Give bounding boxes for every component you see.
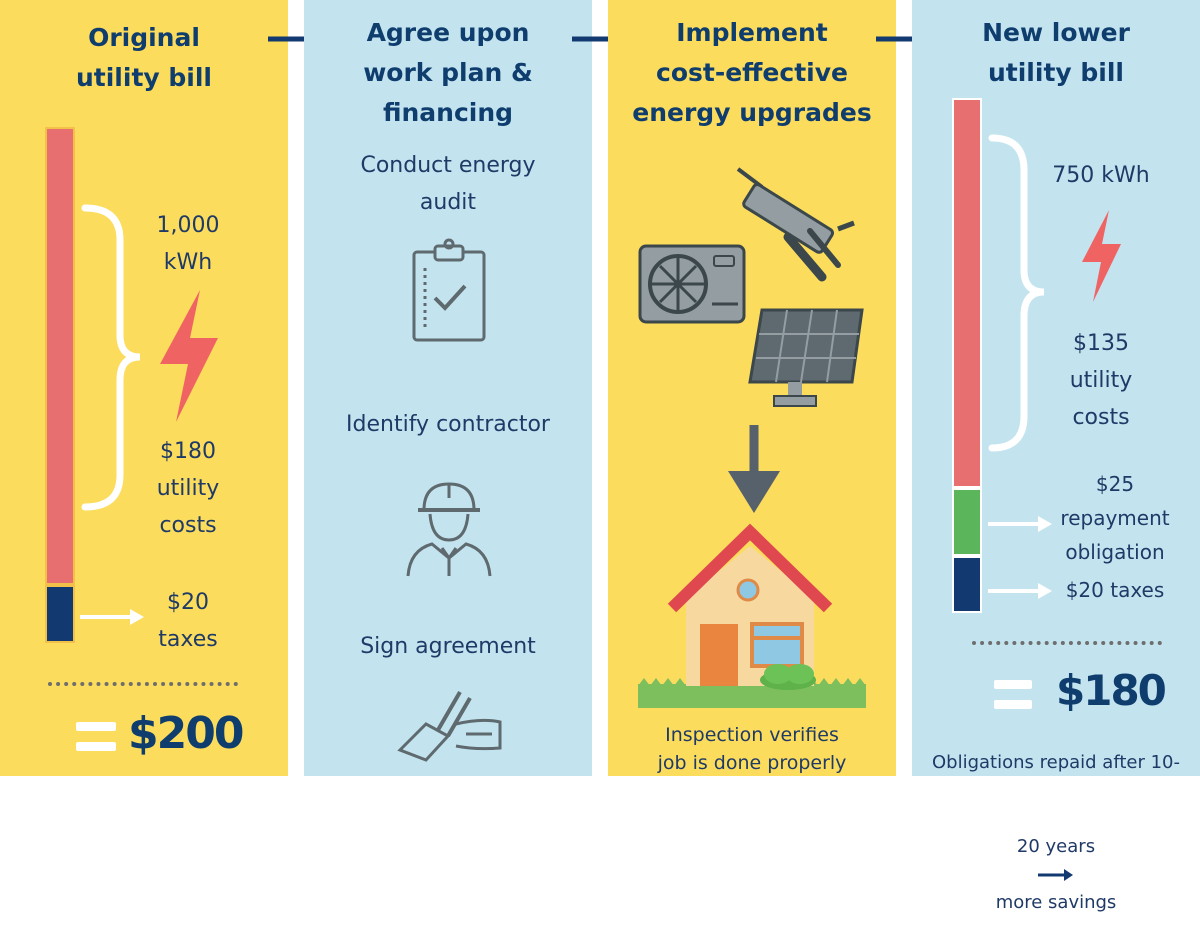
right-arrow-icon (1038, 869, 1073, 881)
down-arrow-icon (728, 425, 780, 513)
repayment-bar (952, 488, 982, 556)
right-arrow-icon (988, 516, 1052, 532)
inspection-caption: Inspection verifies job is done properly (657, 724, 847, 774)
taxes-label: $20 taxes (1065, 578, 1165, 602)
utility-cost-bar (45, 127, 75, 585)
step-panel-work-plan: Agree upon work plan & financing Conduct… (304, 0, 592, 776)
energy-usage-label: 1,000 kWh (156, 213, 220, 275)
solar-panel-icon (748, 308, 864, 407)
heat-pump-icon (638, 244, 746, 324)
plan-item-agreement: Sign agreement (360, 634, 536, 659)
step-panel-upgrades: Implement cost-effective energy upgrades (608, 0, 896, 776)
right-arrow-icon (988, 583, 1052, 599)
plan-item-audit: Conduct energy audit (360, 153, 536, 215)
right-arrow-icon (80, 609, 144, 625)
step-panel-new-bill: New lower utility bill 750 kWh $135 util… (912, 0, 1200, 913)
equals-sign (76, 722, 116, 762)
lightning-bolt-icon (1082, 210, 1121, 302)
brace-icon (988, 134, 1045, 452)
taxes-label: $20 taxes (158, 590, 218, 652)
equals-sign (994, 680, 1032, 720)
clipboard-check-icon (412, 238, 486, 342)
divider (48, 682, 238, 686)
caulk-gun-icon (736, 167, 855, 282)
plan-item-contractor: Identify contractor (346, 412, 550, 437)
savings-note-line1: Obligations repaid after 10- (931, 752, 1181, 773)
brace-icon (81, 204, 141, 511)
step-panel-original-bill: Original utility bill 1,000 kWh $180 uti… (0, 0, 288, 776)
repayment-label: $25 repayment obligation (1060, 472, 1170, 564)
tax-bar (952, 556, 982, 613)
savings-note-result: more savings (995, 892, 1117, 913)
step-title: Agree upon work plan & financing (363, 18, 533, 127)
savings-note-line2: 20 years more savings (912, 805, 1200, 917)
energy-usage-label: 750 kWh (1052, 163, 1150, 188)
divider (972, 641, 1162, 645)
total-amount: $200 (128, 708, 244, 759)
step-title: Original utility bill (75, 23, 212, 92)
savings-note: Obligations repaid after 10- 20 years mo… (912, 721, 1200, 945)
total-amount: $180 (1056, 666, 1167, 715)
utility-costs-label: $135 utility costs (1069, 331, 1133, 430)
house-icon (638, 523, 866, 708)
step-title: New lower utility bill (982, 18, 1130, 87)
lightning-bolt-icon (160, 290, 218, 422)
tax-bar (45, 585, 75, 643)
utility-cost-bar (952, 98, 982, 488)
savings-note-years: 20 years (1016, 836, 1096, 857)
utility-costs-label: $180 utility costs (156, 439, 220, 538)
signing-pen-icon (397, 690, 502, 762)
step-title: Implement cost-effective energy upgrades (632, 18, 872, 127)
contractor-icon (406, 482, 492, 577)
